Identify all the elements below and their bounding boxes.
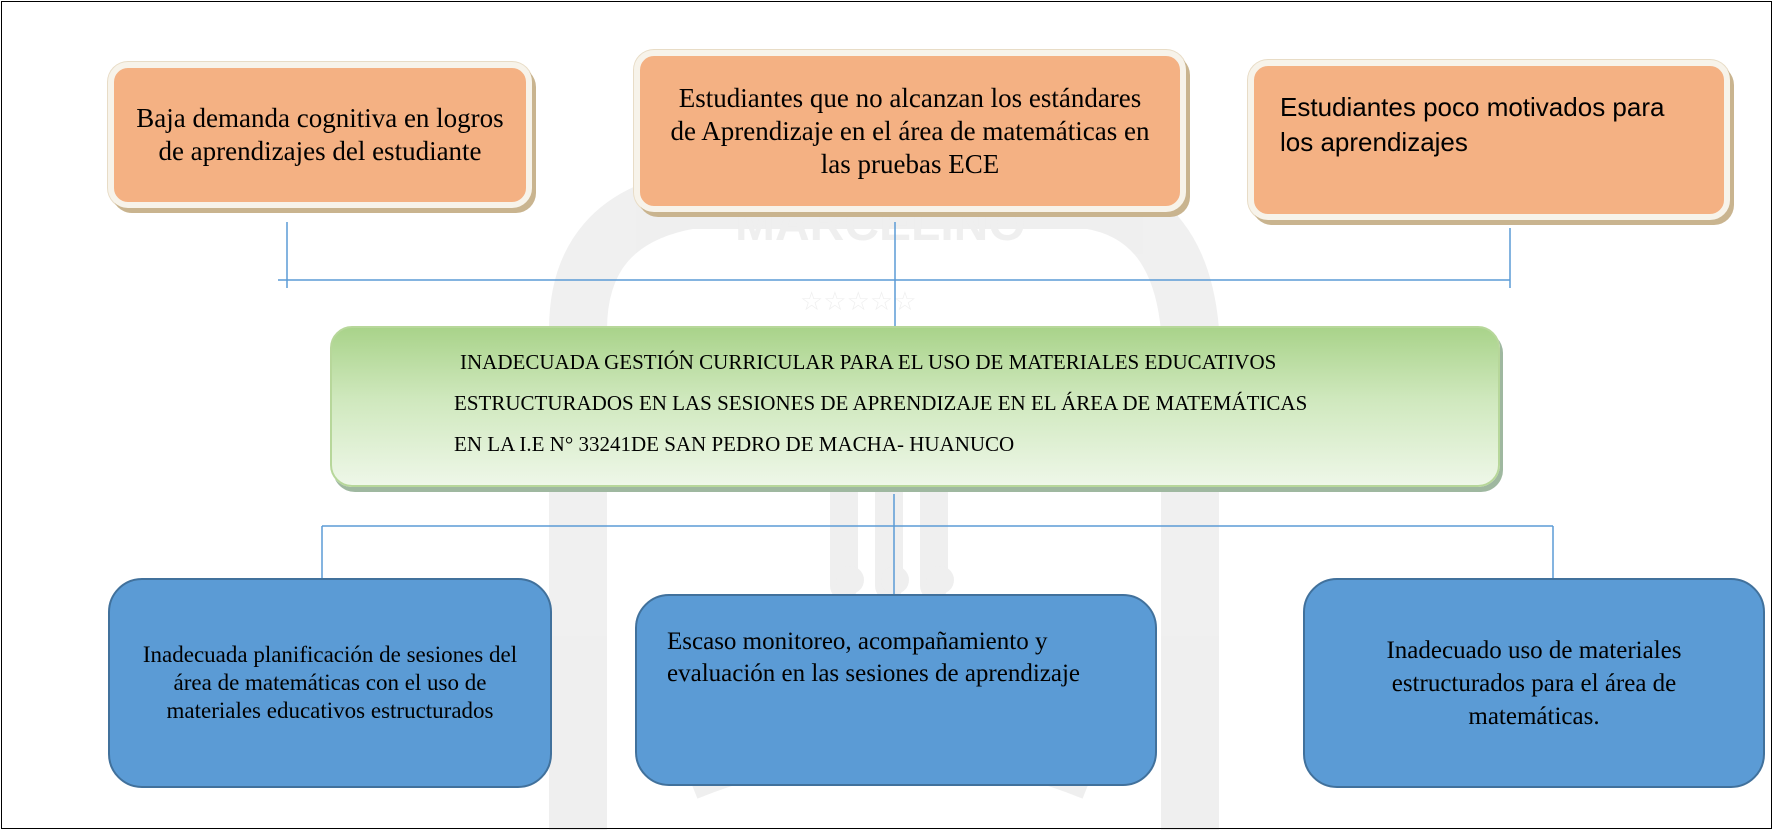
effect-text-3: Estudiantes poco motivados para los apre… [1280,92,1665,157]
central-problem-line-1: INADECUADA GESTIÓN CURRICULAR PARA EL US… [460,350,1277,374]
central-problem-line-3: EN LA I.E N° 33241DE SAN PEDRO DE MACHA-… [454,432,1015,456]
cause-box-2: Escaso monitoreo, acompañamiento y evalu… [635,594,1157,786]
cause-box-1: Inadecuada planificación de sesiones del… [108,578,552,788]
central-problem-box: INADECUADA GESTIÓN CURRICULAR PARA EL US… [330,326,1500,487]
effect-box-2: Estudiantes que no alcanzan los estándar… [634,50,1186,212]
effect-text-2: Estudiantes que no alcanzan los estándar… [670,82,1150,179]
cause-text-1: Inadecuada planificación de sesiones del… [142,642,518,723]
effect-box-3: Estudiantes poco motivados para los apre… [1248,60,1730,220]
cause-text-2: Escaso monitoreo, acompañamiento y evalu… [667,628,1081,687]
effect-box-1: Baja demanda cognitiva en logros de apre… [108,62,532,208]
svg-text:☆☆☆☆☆: ☆☆☆☆☆ [800,287,917,317]
central-problem-line-2: ESTRUCTURADOS EN LAS SESIONES DE APRENDI… [454,391,1308,415]
cause-box-3: Inadecuado uso de materiales estructurad… [1303,578,1765,788]
cause-text-3: Inadecuado uso de materiales estructurad… [1386,636,1682,730]
effect-text-1: Baja demanda cognitiva en logros de apre… [136,103,504,166]
